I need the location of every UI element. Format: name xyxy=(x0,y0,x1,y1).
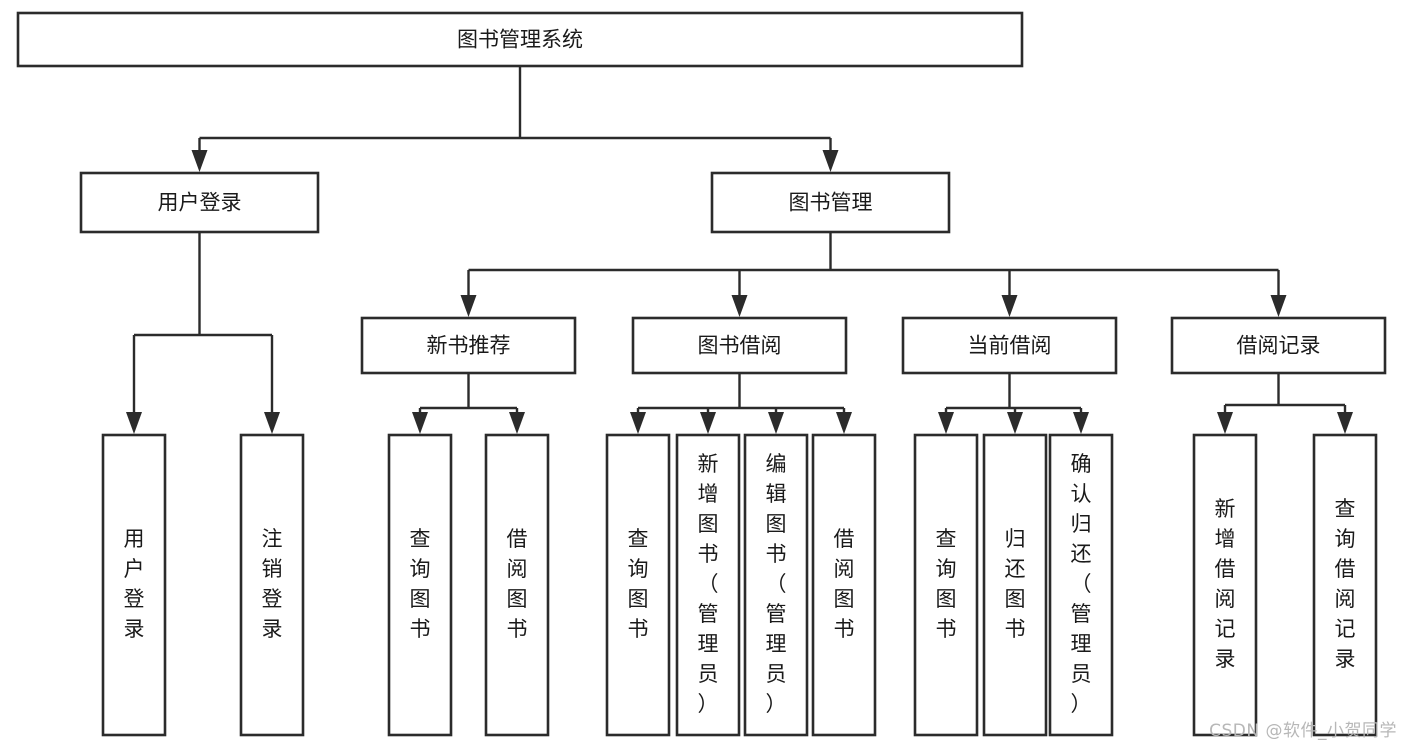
connector-group-book-borrow xyxy=(630,373,852,434)
node-leaf-query-book-3[interactable]: 查询图书 xyxy=(913,433,979,737)
node-label-leaf-borrow-book-2: 借阅图书 xyxy=(834,527,855,641)
node-box-leaf-borrow-book-2[interactable] xyxy=(811,433,877,737)
connector-layer xyxy=(126,66,1353,434)
node-book-management[interactable]: 图书管理 xyxy=(710,171,951,234)
arrow-head-user-login xyxy=(191,150,208,172)
arrow-head-leaf-add-book xyxy=(700,412,716,434)
node-label-new-book-recommend: 新书推荐 xyxy=(427,334,511,358)
arrow-head-borrow-records xyxy=(1270,295,1287,317)
node-leaf-user-login[interactable]: 用户登录 xyxy=(101,433,167,737)
connector-group-root xyxy=(191,66,839,172)
arrow-head-leaf-user-login xyxy=(126,412,142,434)
node-box-leaf-user-login[interactable] xyxy=(101,433,167,737)
node-box-book-borrow[interactable] xyxy=(631,316,848,375)
node-new-book-recommend[interactable]: 新书推荐 xyxy=(360,316,577,375)
connector-group-new-book-recommend xyxy=(412,373,525,434)
arrow-head-leaf-query-book-1 xyxy=(412,412,428,434)
node-box-leaf-add-book[interactable] xyxy=(675,433,741,737)
arrow-head-leaf-query-book-2 xyxy=(630,412,646,434)
node-leaf-borrow-book-1[interactable]: 借阅图书 xyxy=(484,433,550,737)
arrow-head-book-management xyxy=(822,150,839,172)
node-box-leaf-query-record[interactable] xyxy=(1312,433,1378,737)
node-leaf-user-logout[interactable]: 注销登录 xyxy=(239,433,305,737)
node-label-leaf-confirm-return: 确认归还（管理员） xyxy=(1071,452,1092,716)
node-label-leaf-add-record: 新增借阅记录 xyxy=(1215,497,1236,671)
node-leaf-borrow-book-2[interactable]: 借阅图书 xyxy=(811,433,877,737)
node-label-leaf-borrow-book-1: 借阅图书 xyxy=(507,527,528,641)
node-box-root[interactable] xyxy=(16,11,1024,68)
node-box-book-management[interactable] xyxy=(710,171,951,234)
node-label-leaf-add-book: 新增图书（管理员） xyxy=(698,452,719,716)
node-label-leaf-query-book-1: 查询图书 xyxy=(410,527,431,641)
connector-group-current-borrow xyxy=(938,373,1089,434)
node-label-borrow-records: 借阅记录 xyxy=(1237,334,1321,358)
node-box-leaf-add-record[interactable] xyxy=(1192,433,1258,737)
node-box-current-borrow[interactable] xyxy=(901,316,1118,375)
node-label-book-management: 图书管理 xyxy=(789,191,873,215)
node-box-leaf-return-book[interactable] xyxy=(982,433,1048,737)
node-leaf-add-book[interactable]: 新增图书（管理员） xyxy=(675,433,741,737)
node-box-leaf-query-book-3[interactable] xyxy=(913,433,979,737)
node-box-leaf-confirm-return[interactable] xyxy=(1048,433,1114,737)
node-label-book-borrow: 图书借阅 xyxy=(698,334,782,358)
arrow-head-leaf-query-book-3 xyxy=(938,412,954,434)
arrow-head-leaf-query-record xyxy=(1337,412,1353,434)
node-label-leaf-query-record: 查询借阅记录 xyxy=(1335,497,1356,671)
node-label-leaf-query-book-3: 查询图书 xyxy=(936,527,957,641)
node-label-current-borrow: 当前借阅 xyxy=(968,334,1052,358)
arrow-head-leaf-return-book xyxy=(1007,412,1023,434)
node-label-leaf-user-logout: 注销登录 xyxy=(262,527,283,641)
arrow-head-leaf-user-logout xyxy=(264,412,280,434)
node-current-borrow[interactable]: 当前借阅 xyxy=(901,316,1118,375)
node-box-leaf-edit-book[interactable] xyxy=(743,433,809,737)
node-label-leaf-edit-book: 编辑图书（管理员） xyxy=(766,452,787,716)
node-box-user-login[interactable] xyxy=(79,171,320,234)
arrow-head-leaf-confirm-return xyxy=(1073,412,1089,434)
node-borrow-records[interactable]: 借阅记录 xyxy=(1170,316,1387,375)
watermark-label: CSDN @软件_小贺同学 xyxy=(1209,721,1397,741)
node-label-user-login: 用户登录 xyxy=(158,191,242,215)
node-label-leaf-return-book: 归还图书 xyxy=(1005,527,1026,641)
node-label-root: 图书管理系统 xyxy=(457,28,583,52)
node-box-new-book-recommend[interactable] xyxy=(360,316,577,375)
arrow-head-leaf-borrow-book-1 xyxy=(509,412,525,434)
node-leaf-add-record[interactable]: 新增借阅记录 xyxy=(1192,433,1258,737)
arrow-head-current-borrow xyxy=(1001,295,1018,317)
node-box-borrow-records[interactable] xyxy=(1170,316,1387,375)
arrow-head-book-borrow xyxy=(731,295,748,317)
node-layer: 图书管理系统用户登录图书管理新书推荐图书借阅当前借阅借阅记录用户登录注销登录查询… xyxy=(16,11,1387,737)
node-box-leaf-query-book-1[interactable] xyxy=(387,433,453,737)
arrow-head-leaf-add-record xyxy=(1217,412,1233,434)
node-user-login[interactable]: 用户登录 xyxy=(79,171,320,234)
node-leaf-return-book[interactable]: 归还图书 xyxy=(982,433,1048,737)
node-box-leaf-query-book-2[interactable] xyxy=(605,433,671,737)
node-label-leaf-query-book-2: 查询图书 xyxy=(628,527,649,641)
arrow-head-leaf-edit-book xyxy=(768,412,784,434)
node-leaf-query-record[interactable]: 查询借阅记录 xyxy=(1312,433,1378,737)
node-root[interactable]: 图书管理系统 xyxy=(16,11,1024,68)
node-leaf-edit-book[interactable]: 编辑图书（管理员） xyxy=(743,433,809,737)
node-label-leaf-user-login: 用户登录 xyxy=(124,527,145,641)
arrow-head-new-book-recommend xyxy=(460,295,477,317)
node-box-leaf-borrow-book-1[interactable] xyxy=(484,433,550,737)
node-leaf-query-book-1[interactable]: 查询图书 xyxy=(387,433,453,737)
arrow-head-leaf-borrow-book-2 xyxy=(836,412,852,434)
connector-group-borrow-records xyxy=(1217,373,1353,434)
node-leaf-query-book-2[interactable]: 查询图书 xyxy=(605,433,671,737)
node-book-borrow[interactable]: 图书借阅 xyxy=(631,316,848,375)
node-leaf-confirm-return[interactable]: 确认归还（管理员） xyxy=(1048,433,1114,737)
node-box-leaf-user-logout[interactable] xyxy=(239,433,305,737)
connector-group-user-login xyxy=(126,232,280,434)
connector-group-book-management xyxy=(460,232,1287,317)
